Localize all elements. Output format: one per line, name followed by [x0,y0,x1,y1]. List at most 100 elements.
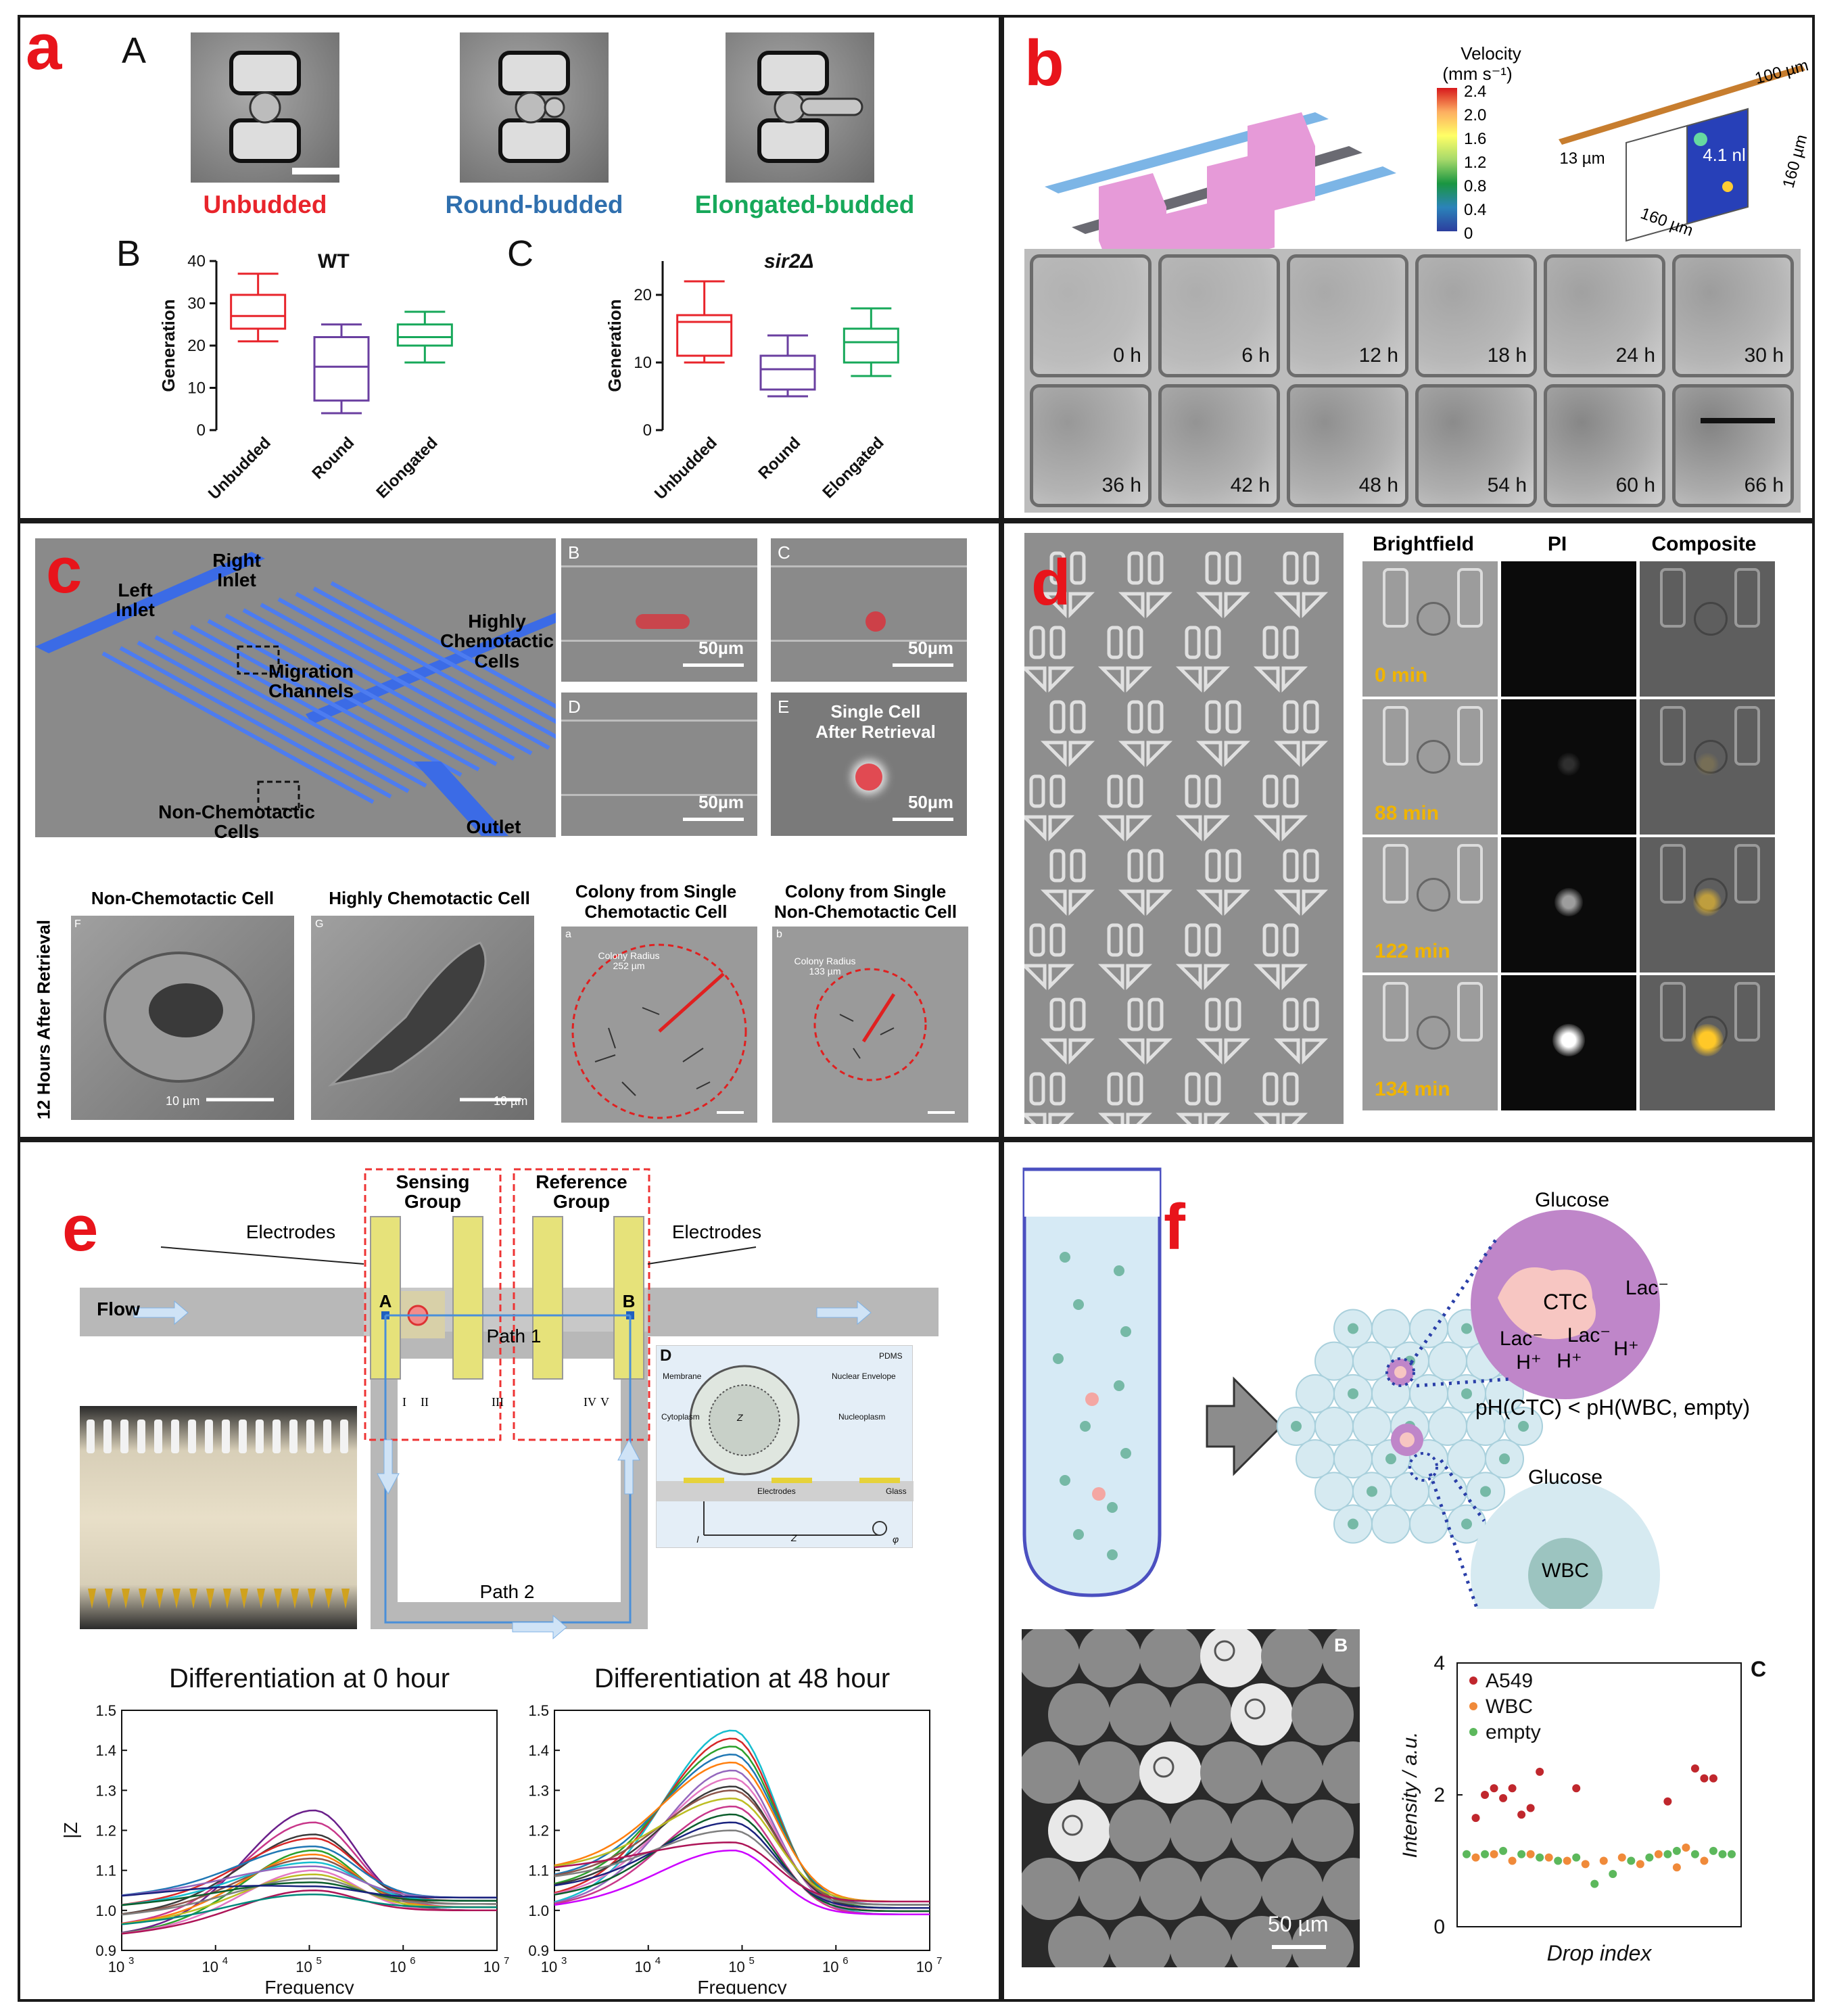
droplet-micrograph-drawing [1018,1625,1384,1978]
scatter-point [1499,1846,1508,1855]
panel-c: Right Inlet Left Inlet Migration Channel… [18,521,1001,1140]
migration-channel [137,640,410,793]
region-marker: IV [584,1395,596,1409]
y-axis-label: |Z [61,1822,81,1838]
label-non-chemotactic: Non-Chemotactic Cells [158,801,315,843]
impedance-series-line [121,1885,497,1899]
photo-contact-top [171,1420,179,1453]
cell-label-unbudded: Unbudded [203,191,327,218]
colony-letter-b: b [776,929,782,940]
legend-label: empty [1486,1721,1541,1743]
x-tick-label: 10 [822,1959,838,1975]
photo-contact-top [239,1420,247,1453]
photo-contact-bottom [325,1589,333,1609]
droplet-dim [1078,1741,1141,1804]
inset-d-glass: Glass [886,1486,907,1496]
timepoint-label: 12 h [1358,344,1398,367]
fluorescence-cell [1501,699,1636,835]
colony-radius-b: Colony Radius 133 µm [794,956,856,977]
droplet-wbc [1518,1421,1529,1432]
inset-d-electrodes: Electrodes [757,1486,796,1496]
trap-pillar [1107,1072,1123,1106]
label-wbc: WBC [1542,1560,1589,1582]
trap-image-unbudded [191,32,339,183]
velocity-tick-label: 0 [1464,225,1473,243]
scatter-point [1481,1791,1490,1799]
y-tick-label: 0 [1433,1916,1445,1938]
trap-pillar [1225,700,1241,734]
trap-pillar [1107,626,1123,659]
trap-outline [1660,568,1686,628]
scatter-point [1690,1850,1699,1858]
cell-outline [1417,1016,1450,1050]
trap-wedge [1302,1038,1329,1065]
trap-wedge [1068,1038,1095,1065]
velocity-colorbar [1437,88,1457,231]
chart-letter: C [1751,1657,1766,1681]
droplet-wbc [1348,1518,1358,1530]
label-reference-group: Reference Group [536,1171,627,1213]
impedance-series-line [121,1853,497,1925]
channel-wall [561,720,757,722]
inset-d-pdms: PDMS [879,1351,903,1361]
trap-pillar [1049,774,1066,808]
legend-marker [1469,1728,1477,1736]
velocity-tick-label: 0.4 [1464,201,1487,219]
scatter-point [1590,1879,1599,1888]
velocity-tick-label: 2.0 [1464,106,1487,124]
trap-pillar [1070,551,1086,585]
trap-wedge [1048,815,1075,842]
trap-pillar [1049,626,1066,659]
inset-letter: B [568,542,580,563]
chamber-cell: 30 h [1672,254,1794,377]
timepoint-label: 54 h [1487,474,1527,496]
label-right-inlet: Right Inlet [212,550,261,591]
droplet-cell [1214,1640,1235,1662]
droplet [1296,1439,1335,1479]
timepoint-label: 42 h [1230,474,1270,496]
x-tick-exponent: 4 [222,1955,228,1967]
trap-pillar [1029,774,1045,808]
trap-wedge [1195,889,1223,916]
dim-13um: 13 µm [1559,149,1605,168]
sem-letter-f: F [74,918,81,930]
y-axis-label: Generation [604,299,625,392]
trap-wedge [1253,1112,1280,1137]
impedance-series-line [121,1890,497,1935]
y-tick-label: 4 [1433,1652,1445,1674]
impedance-series-line [554,1813,930,1913]
trap-pillar [1205,551,1221,585]
trap-pillar [1262,774,1279,808]
y-tick-label: 1.4 [95,1742,116,1759]
trap-pillar [1225,849,1241,883]
trap-pillar [1070,998,1086,1031]
trap-pillar [1127,998,1143,1031]
panel-e-label: e [62,1192,99,1265]
scatter-point [1536,1853,1544,1862]
trap-pillar [1205,849,1221,883]
trap-pillar [1147,700,1164,734]
droplet [1314,1472,1354,1511]
impedance-series-line [554,1842,930,1903]
trap-pillar [1303,551,1319,585]
droplet-dim [1139,1858,1202,1920]
colony-radius-a: Colony Radius 252 µm [598,950,660,971]
droplet-dim [1322,1741,1384,1804]
y-tick-label: 20 [634,286,652,304]
photo-contact-top [205,1420,213,1453]
velocity-unit: (mm s⁻¹) [1442,64,1513,84]
box-iqr [230,294,287,330]
time-label: 122 min [1375,940,1450,962]
channel-wall [561,794,757,796]
x-tick-label: Unbudded [205,433,275,503]
trap-wedge [1302,889,1329,916]
panel-b-label: b [1024,27,1064,99]
timepoint-label: 36 h [1101,474,1141,496]
pi-signal [1557,752,1581,776]
trap-pillar [1049,923,1066,957]
trap-wedge [1040,889,1067,916]
photo-contact-bottom [122,1589,130,1609]
pi-signal [1555,888,1583,916]
chart-title: Differentiation at 0 hour [169,1664,450,1693]
